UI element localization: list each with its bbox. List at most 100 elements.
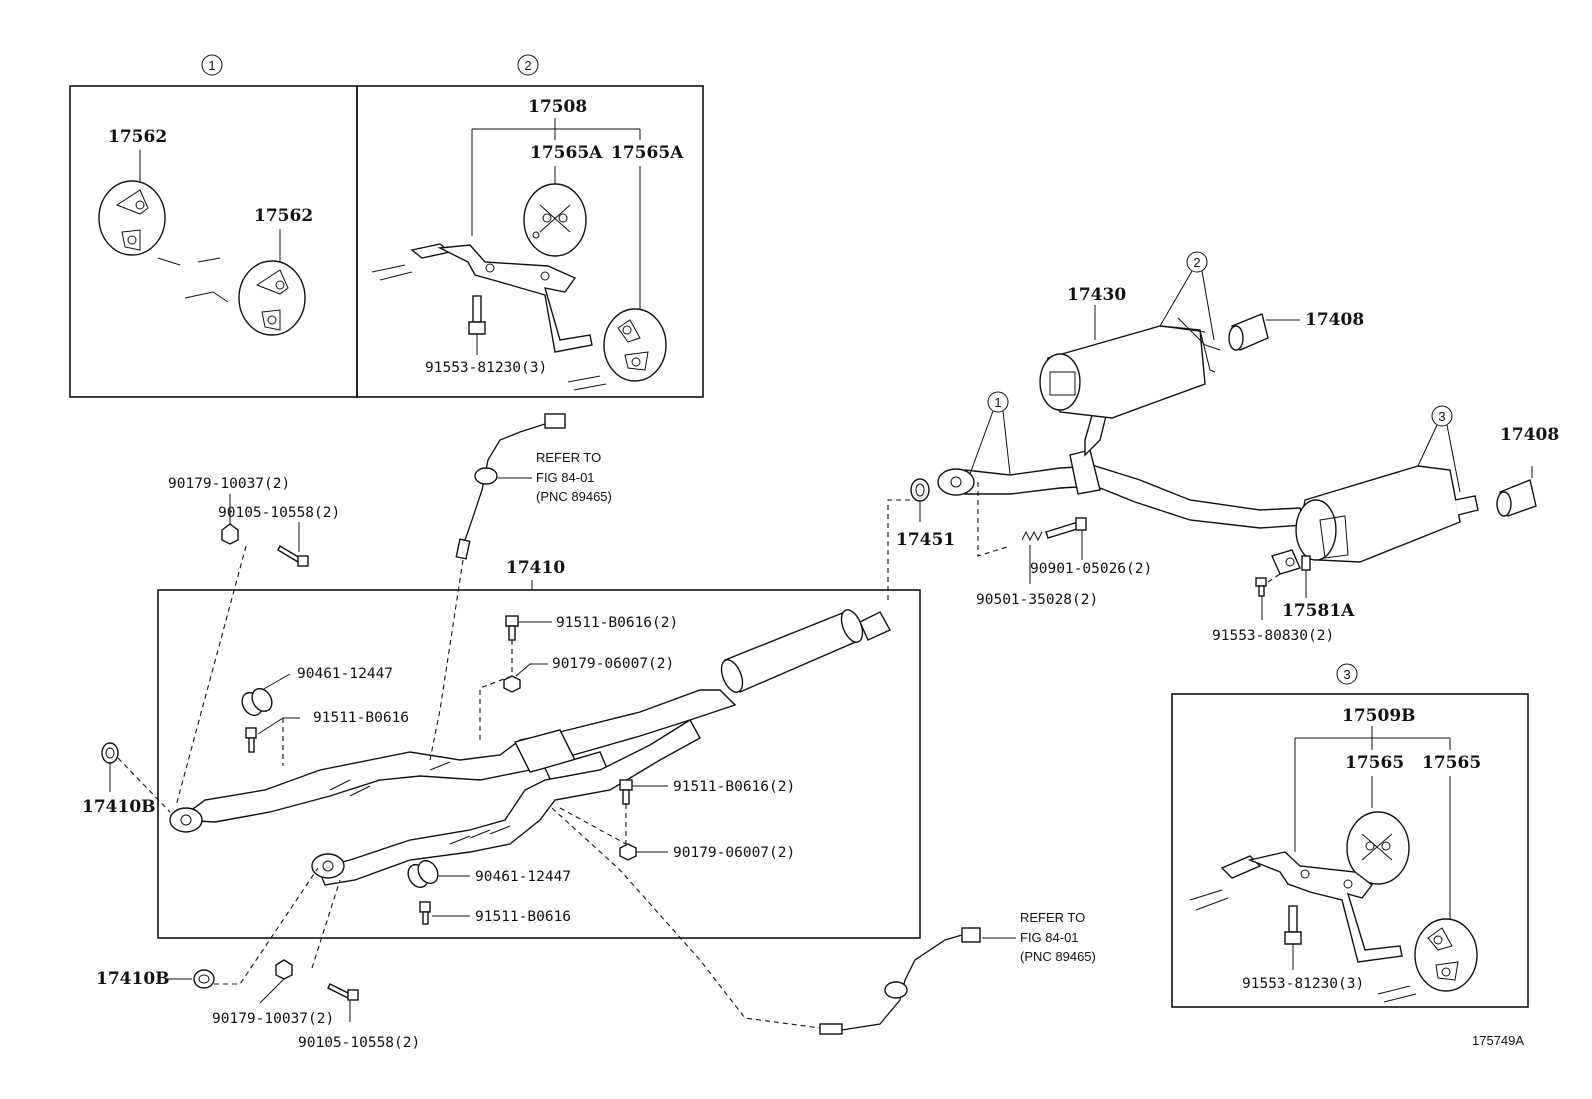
- tail-tip-label-1: 17408: [1305, 310, 1364, 330]
- part-91511-b0616-top: 91511-B0616: [313, 710, 409, 726]
- bolt-icon: [1284, 905, 1302, 945]
- callout-2-number: 2: [524, 58, 531, 73]
- main-catalytic-converter: [724, 611, 861, 693]
- refer-top-line1: REFER TO: [536, 450, 601, 465]
- refer-top-line2: FIG 84-01: [536, 470, 595, 485]
- inset3-label-bolt: 91553-81230(3): [1242, 976, 1364, 992]
- flange-icon: [937, 468, 975, 496]
- front-pipe-label: 17410: [506, 558, 565, 578]
- bolt-icon: [468, 295, 486, 335]
- rubber-hanger-icon: [98, 180, 166, 256]
- inset2-label-b: 17565A: [611, 143, 684, 163]
- heat-shield: [329, 761, 511, 845]
- hanger-bracket: [410, 243, 593, 353]
- flange-icon: [169, 807, 203, 833]
- callout-3-number: 3: [1343, 667, 1350, 682]
- callout-circle-3-icon: [1431, 405, 1453, 427]
- nut-icon: [503, 675, 521, 693]
- oxygen-sensor-top: REFER TO FIG 84-01 (PNC 89465): [429, 413, 612, 761]
- gasket-left-label-2: 17410B: [96, 969, 170, 989]
- callout-circle-3-icon: [1336, 663, 1358, 685]
- part-91511-b0616-bot: 91511-B0616: [475, 909, 571, 925]
- nut-icon: [619, 843, 637, 861]
- part-90105-10558-top: 90105-10558(2): [218, 505, 340, 521]
- upper-exhaust-pipe: [176, 689, 737, 823]
- bolt-icon: [327, 983, 359, 1001]
- bolt-icon: [277, 545, 309, 567]
- callout-1-number: 1: [208, 58, 215, 73]
- callout-circle-2-icon: [1186, 251, 1208, 273]
- tail-tip-label-2: 17408: [1500, 425, 1559, 445]
- clamp-icon: [407, 859, 439, 889]
- inset-3: 3 17509B 17565 17565: [1171, 663, 1529, 1008]
- refer-top-line3: (PNC 89465): [536, 489, 612, 504]
- gasket-icon: [101, 742, 119, 764]
- muffler-center-label: 17430: [1067, 285, 1126, 305]
- connector-icon: [961, 927, 981, 943]
- nut-icon: [221, 523, 239, 545]
- part-90901-05026: 90901-05026(2): [1030, 561, 1152, 577]
- part-90179-10037-bot: 90179-10037(2): [212, 1011, 334, 1027]
- refer-bottom-line1: REFER TO: [1020, 910, 1085, 925]
- gasket-left-label-1: 17410B: [82, 797, 156, 817]
- inset2-label-assy: 17508: [528, 97, 587, 117]
- inset-1: 1 17562 17562: [69, 54, 358, 398]
- part-91553-80830: 91553-80830(2): [1212, 628, 1334, 644]
- outlet-flange: [859, 611, 891, 641]
- pipe-stub: [157, 257, 221, 266]
- tail-tip-icon: [1496, 479, 1537, 517]
- inset-2-frame: [356, 85, 704, 398]
- inset1-label-b: 17562: [254, 206, 313, 226]
- pipe-stub: [184, 291, 229, 303]
- part-91511-b0616-2-a: 91511-B0616(2): [556, 615, 678, 631]
- callout-circle-1-icon: [201, 54, 223, 76]
- connector-icon: [544, 413, 566, 429]
- front-pipe-assembly: 17410 90461-12447 915: [157, 558, 921, 939]
- bolt-icon: [505, 615, 519, 641]
- pipe-stub: [567, 375, 607, 391]
- inset2-label-bolt: 91553-81230(3): [425, 360, 547, 376]
- oxygen-sensor-bottom: REFER TO FIG 84-01 (PNC 89465): [551, 807, 1096, 1035]
- inset1-label-a: 17562: [108, 127, 167, 147]
- spring-icon: [1021, 530, 1043, 542]
- bracket-icon: [1271, 549, 1311, 575]
- clamp-icon: [241, 687, 273, 717]
- bolt-icon: [1045, 517, 1087, 539]
- bolt-icon: [619, 779, 633, 805]
- nut-icon: [275, 959, 293, 980]
- gasket-icon: [193, 969, 215, 989]
- refer-bottom-line3: (PNC 89465): [1020, 949, 1096, 964]
- left-fasteners: 90179-10037(2) 90105-10558(2) 17410B 174…: [82, 476, 420, 1051]
- part-90179-10037-top: 90179-10037(2): [168, 476, 290, 492]
- part-90461-12447-top: 90461-12447: [297, 666, 393, 682]
- pipe-stub: [1189, 889, 1229, 911]
- pipe-stub: [371, 264, 413, 281]
- part-90105-10558-bot: 90105-10558(2): [298, 1035, 420, 1051]
- inset2-label-a: 17565A: [530, 143, 603, 163]
- callout-3-number-main: 3: [1438, 409, 1445, 424]
- bracket-label: 17581A: [1282, 601, 1355, 621]
- front-pipe-frame: [157, 589, 921, 939]
- gasket-icon: [910, 478, 930, 502]
- hanger-bracket: [1220, 851, 1403, 963]
- bolt-icon: [419, 901, 431, 925]
- callout-1-number-main: 1: [994, 395, 1001, 410]
- rear-exhaust-system: 17451 17430 2 17408 1: [887, 251, 1559, 644]
- tail-tip-icon: [1228, 313, 1269, 351]
- part-90179-06007-2-a: 90179-06007(2): [552, 656, 674, 672]
- inset3-label-assy: 17509B: [1342, 706, 1416, 726]
- bolt-icon: [1255, 577, 1267, 597]
- rubber-hanger-icon: [523, 183, 587, 257]
- inset3-label-a: 17565: [1345, 753, 1404, 773]
- callout-2-number-main: 2: [1193, 255, 1200, 270]
- part-91511-b0616-2-b: 91511-B0616(2): [673, 779, 795, 795]
- callout-circle-2-icon: [517, 54, 539, 76]
- inset3-label-b: 17565: [1422, 753, 1481, 773]
- rubber-hanger-icon: [238, 260, 306, 336]
- callout-circle-1-icon: [987, 391, 1009, 413]
- center-exhaust-pipe: [943, 465, 1306, 529]
- inset-3-frame: [1171, 693, 1529, 1008]
- part-90501-35028: 90501-35028(2): [976, 592, 1098, 608]
- rubber-hanger-icon: [1346, 811, 1410, 885]
